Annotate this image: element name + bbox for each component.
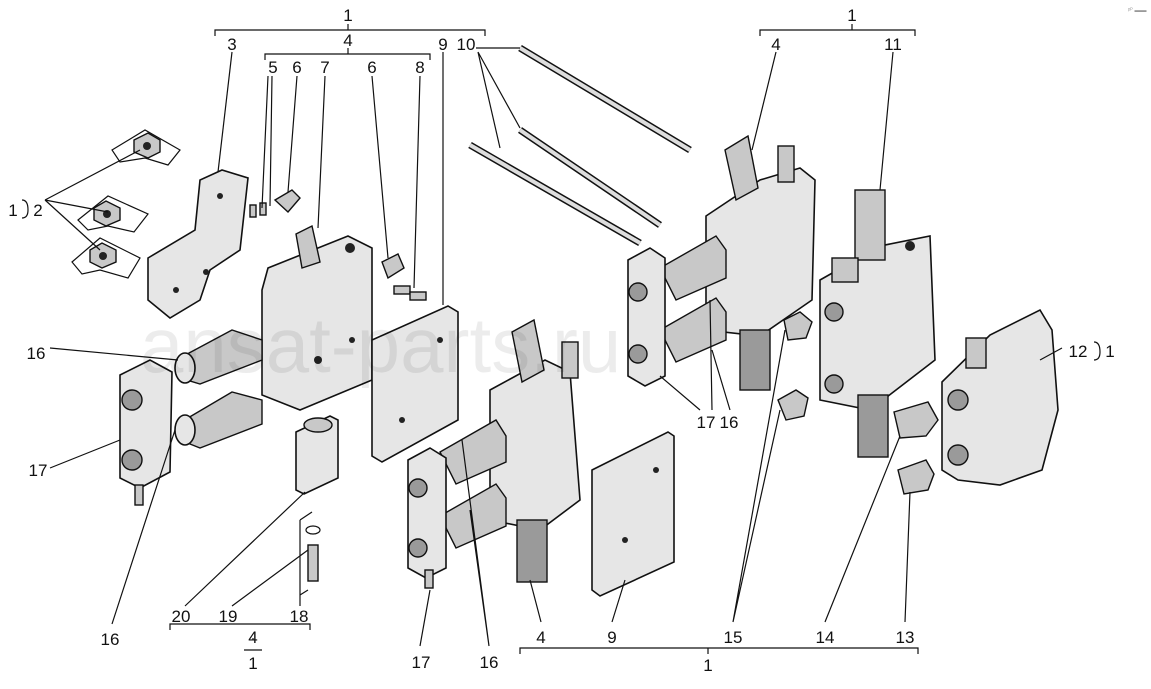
label-9-bottom: 9 xyxy=(607,628,616,647)
label-16-right: 16 xyxy=(720,413,739,432)
spools-16-left xyxy=(174,329,263,449)
label-16-bottom: 16 xyxy=(101,630,120,649)
end-housing-3 xyxy=(147,169,249,319)
label-14: 14 xyxy=(816,628,835,647)
cover-12 xyxy=(941,308,1059,486)
label-1-bottom-left: 1 xyxy=(248,654,257,673)
label-6a: 6 xyxy=(292,58,301,77)
nut-bottom xyxy=(71,237,141,279)
label-8: 8 xyxy=(415,58,424,77)
label-10: 10 xyxy=(457,35,476,54)
label-12: 12 xyxy=(1069,342,1088,361)
label-1-bottom-right: 1 xyxy=(703,656,712,675)
label-1-nuts: 1 xyxy=(8,201,17,220)
watermark: ansat-parts.ru xyxy=(140,301,621,389)
small-links xyxy=(249,189,427,301)
label-1-cover: 1 xyxy=(1105,342,1114,361)
label-4-mid: 4 xyxy=(536,628,545,647)
cover-17-left xyxy=(119,359,173,506)
nut-top xyxy=(111,129,181,166)
tie-rods-10 xyxy=(468,44,692,247)
section-block-4-top-right xyxy=(627,134,816,391)
label-16-mid: 16 xyxy=(480,653,499,672)
label-4-bottom: 4 xyxy=(248,628,257,647)
label-17-left: 17 xyxy=(29,461,48,480)
label-6b: 6 xyxy=(367,58,376,77)
label-7: 7 xyxy=(320,58,329,77)
bushing-20 xyxy=(295,415,339,495)
label-9-top: 9 xyxy=(438,35,447,54)
section-block-11 xyxy=(819,189,936,458)
label-3: 3 xyxy=(227,35,236,54)
leader-lines xyxy=(21,24,1101,654)
plate-9-left xyxy=(371,305,459,463)
fittings xyxy=(777,311,939,495)
corner-mark: ᵖᴾ ▬▬ xyxy=(1128,7,1146,14)
label-2: 2 xyxy=(33,201,42,220)
label-18: 18 xyxy=(290,607,309,626)
label-15: 15 xyxy=(724,628,743,647)
label-4-top: 4 xyxy=(343,31,352,50)
label-13: 13 xyxy=(896,628,915,647)
label-1-top-left: 1 xyxy=(343,6,352,25)
label-11: 11 xyxy=(884,35,902,54)
section-block-4-left xyxy=(261,224,373,411)
label-5: 5 xyxy=(268,58,277,77)
label-17-mid: 17 xyxy=(412,653,431,672)
label-16-left: 16 xyxy=(27,344,46,363)
nut-middle xyxy=(77,195,149,233)
label-4-right: 4 xyxy=(771,35,780,54)
label-19: 19 xyxy=(219,607,238,626)
bolt-18-19 xyxy=(305,525,321,582)
label-1-top-right: 1 xyxy=(847,6,856,25)
label-17-right: 17 xyxy=(697,413,716,432)
section-block-4-middle xyxy=(407,318,581,589)
plate-9-bottom xyxy=(591,431,675,597)
label-20: 20 xyxy=(172,607,191,626)
